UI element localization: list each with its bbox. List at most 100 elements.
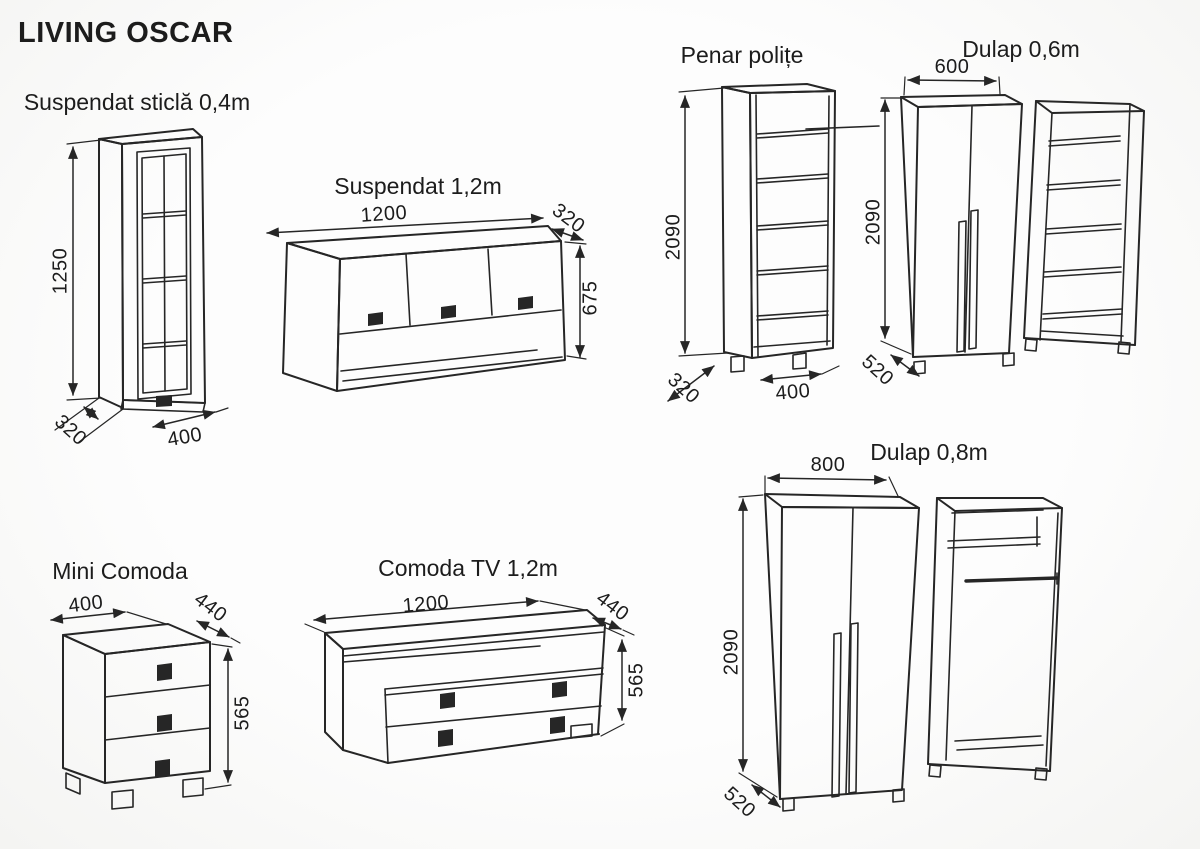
shelf-lines bbox=[142, 210, 187, 349]
foot bbox=[1002, 352, 1015, 367]
svg-text:320: 320 bbox=[50, 411, 91, 451]
furniture-comoda-tv: Comoda TV 1,2m 1200 bbox=[304, 555, 647, 764]
hanging-rail bbox=[964, 572, 1059, 585]
foot bbox=[1034, 767, 1048, 781]
tv-stand-body bbox=[324, 609, 606, 764]
dim-dulap-06-depth: 520 bbox=[857, 351, 920, 391]
foot bbox=[182, 777, 204, 798]
wardrobe-06-open-view bbox=[1023, 100, 1145, 355]
svg-text:565: 565 bbox=[625, 663, 647, 698]
foot bbox=[1024, 338, 1038, 352]
dim-comoda-tv-width: 1200 bbox=[304, 591, 586, 633]
svg-text:520: 520 bbox=[857, 351, 898, 391]
dim-dulap-08-depth: 520 bbox=[719, 783, 781, 823]
label-dulap-06: Dulap 0,6m bbox=[962, 36, 1080, 62]
label-dulap-08: Dulap 0,8m bbox=[870, 439, 988, 465]
door-handle bbox=[831, 632, 842, 798]
svg-text:440: 440 bbox=[190, 588, 231, 627]
drawer-handle bbox=[550, 716, 565, 734]
label-mini-comoda: Mini Comoda bbox=[52, 558, 188, 584]
furniture-mini-comoda: Mini Comoda 400 440 bbox=[50, 558, 253, 810]
furniture-dulap-08: Dulap 0,8m bbox=[719, 439, 1063, 823]
dim-suspendat-sticla-width: 400 bbox=[152, 407, 229, 451]
dim-dulap-06-height: 2090 bbox=[862, 97, 912, 355]
bottom-shelf bbox=[954, 735, 1044, 751]
page-title: LIVING OSCAR bbox=[18, 17, 233, 49]
label-suspendat-sticla: Suspendat sticlă 0,4m bbox=[24, 89, 250, 115]
dim-suspendat-sticla-depth: 320 bbox=[50, 397, 124, 451]
dim-mini-comoda-width: 400 bbox=[50, 591, 167, 625]
dim-comoda-tv-depth: 440 bbox=[592, 587, 635, 636]
svg-text:400: 400 bbox=[67, 591, 104, 617]
dim-comoda-tv-height: 565 bbox=[600, 627, 647, 737]
foot bbox=[570, 723, 593, 739]
wall-cabinet-body bbox=[282, 225, 566, 392]
door-handle bbox=[156, 395, 172, 407]
svg-text:1250: 1250 bbox=[49, 248, 71, 295]
wardrobe-08-front-view bbox=[764, 493, 920, 812]
stray-line bbox=[805, 125, 880, 130]
chest-body bbox=[62, 623, 211, 810]
foot bbox=[792, 352, 807, 370]
svg-text:520: 520 bbox=[719, 783, 760, 823]
foot bbox=[913, 360, 926, 375]
foot bbox=[1117, 341, 1131, 355]
dim-dulap-08-height: 2090 bbox=[720, 494, 778, 798]
svg-text:320: 320 bbox=[663, 369, 704, 409]
shelf-lines bbox=[753, 128, 831, 348]
foot bbox=[111, 789, 134, 810]
dim-penar-width: 400 bbox=[760, 365, 840, 405]
furniture-penar-polite: Penar polițe bbox=[662, 42, 880, 409]
svg-text:600: 600 bbox=[935, 56, 970, 78]
furniture-suspendat-sticla: Suspendat sticlă 0,4m bbox=[24, 89, 250, 451]
door-handle bbox=[848, 622, 859, 794]
foot bbox=[782, 797, 795, 812]
dim-suspendat-12-width: 1200 bbox=[266, 202, 544, 238]
wardrobe-08-open-view bbox=[927, 497, 1063, 781]
foot bbox=[892, 788, 905, 803]
shelf-lines bbox=[1040, 135, 1124, 337]
dim-suspendat-12-height: 675 bbox=[564, 241, 601, 360]
label-comoda-tv: Comoda TV 1,2m bbox=[378, 555, 558, 581]
shelf-column-body bbox=[721, 83, 880, 373]
foot bbox=[65, 772, 81, 795]
svg-text:400: 400 bbox=[166, 423, 204, 451]
dim-mini-comoda-height: 565 bbox=[204, 643, 253, 790]
furniture-dulap-06: Dulap 0,6m bbox=[857, 36, 1145, 391]
label-suspendat-12: Suspendat 1,2m bbox=[334, 173, 502, 199]
svg-text:2090: 2090 bbox=[862, 199, 884, 246]
foot bbox=[928, 764, 942, 778]
svg-text:2090: 2090 bbox=[720, 629, 742, 676]
door-handle bbox=[441, 305, 456, 319]
drawer-handle bbox=[157, 663, 172, 681]
door-handle bbox=[368, 312, 383, 326]
svg-text:1200: 1200 bbox=[360, 202, 408, 227]
svg-text:400: 400 bbox=[775, 380, 812, 405]
svg-text:800: 800 bbox=[811, 454, 846, 476]
label-penar-polite: Penar polițe bbox=[681, 42, 804, 68]
open-shelf bbox=[342, 645, 604, 696]
dim-mini-comoda-depth: 440 bbox=[190, 588, 241, 644]
svg-text:2090: 2090 bbox=[662, 214, 684, 261]
open-shelf bbox=[340, 349, 563, 382]
svg-text:565: 565 bbox=[231, 696, 253, 731]
dim-penar-height: 2090 bbox=[662, 87, 729, 357]
dim-suspendat-sticla-height: 1250 bbox=[49, 139, 102, 401]
door-handle bbox=[956, 220, 967, 353]
dim-dulap-08-width: 800 bbox=[764, 454, 899, 497]
drawer-handle bbox=[438, 729, 453, 747]
drawer-handle bbox=[157, 714, 172, 732]
door-handle bbox=[518, 296, 533, 310]
foot bbox=[730, 355, 745, 373]
svg-text:675: 675 bbox=[579, 281, 601, 316]
wardrobe-06-front-view bbox=[900, 94, 1023, 375]
glass-cabinet-body bbox=[98, 128, 206, 413]
dim-penar-depth: 320 bbox=[663, 365, 715, 409]
drawer-handle bbox=[440, 692, 455, 709]
door-handle bbox=[968, 209, 979, 350]
furniture-suspendat-12: Suspendat 1,2m 1200 320 bbox=[266, 173, 601, 392]
glass-door bbox=[136, 147, 192, 400]
svg-text:1200: 1200 bbox=[402, 591, 450, 617]
